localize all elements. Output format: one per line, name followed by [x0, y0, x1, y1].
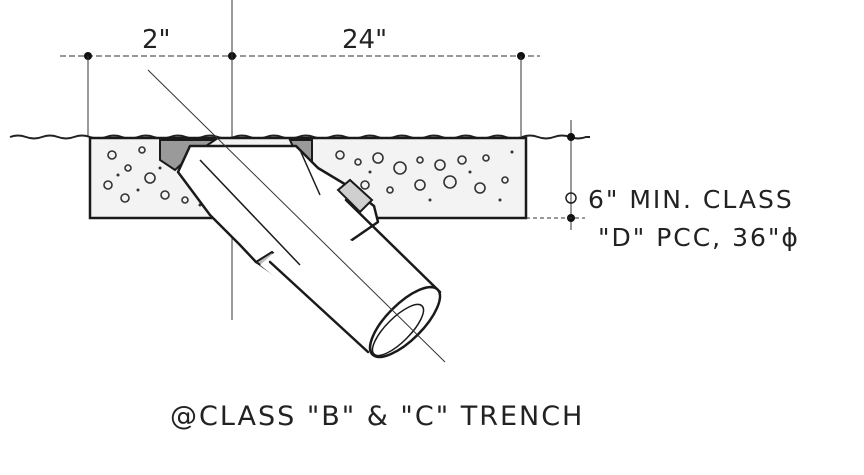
thickness-dimension [526, 120, 585, 230]
top-dimension-line [60, 52, 540, 136]
pipe-fitting [159, 139, 442, 359]
pipe-centerline [147, 69, 446, 363]
detail-caption: @CLASS "B" & "C" TRENCH [170, 401, 584, 432]
dimension-label-24in: 24" [342, 25, 387, 55]
dimension-label-2in: 2" [142, 25, 171, 55]
note-line-2: "D" PCC, 36"ϕ [598, 223, 800, 252]
note-line-1: 6" MIN. CLASS [588, 185, 794, 214]
